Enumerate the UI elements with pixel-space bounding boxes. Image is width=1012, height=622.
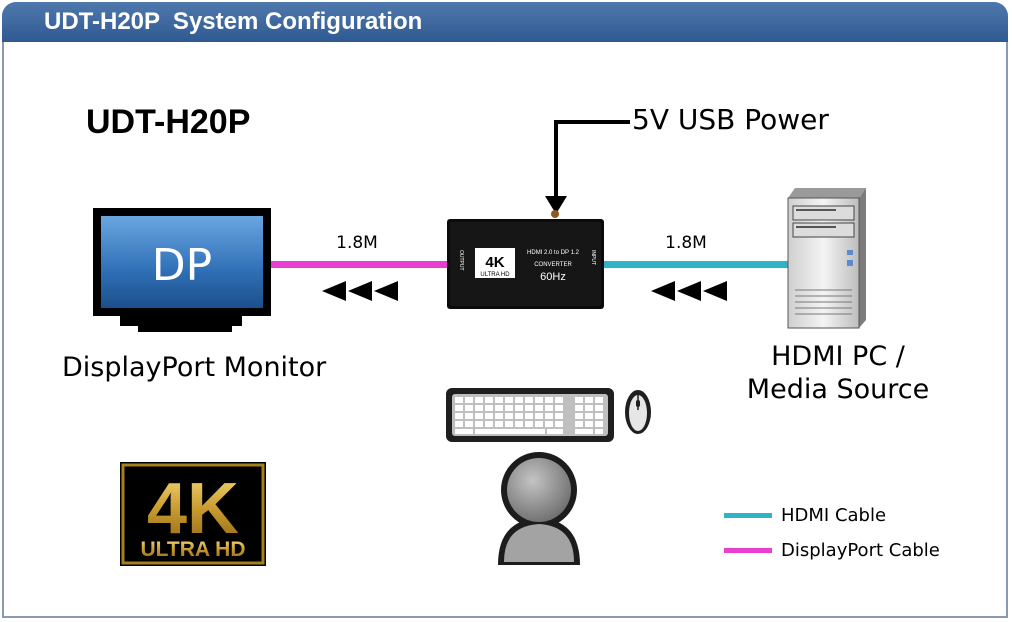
- legend-hdmi-swatch: [724, 513, 772, 518]
- legend-hdmi-label: HDMI Cable: [781, 505, 887, 526]
- monitor-caption: DisplayPort Monitor: [62, 352, 327, 383]
- pc-caption-line-1: HDMI PC /: [771, 341, 905, 372]
- model-title: UDT-H20P: [86, 103, 251, 141]
- converter-line-2: CONVERTER: [534, 262, 572, 268]
- converter-badge-ultrahd: ULTRA HD: [480, 272, 510, 278]
- pc-tower-icon: [787, 188, 866, 329]
- pc-caption-line-2: Media Source: [746, 374, 930, 405]
- cable-length-right: 1.8M: [665, 233, 707, 253]
- title-bar: UDT-H20P System Configuration: [2, 2, 1008, 42]
- displayport-cable: [271, 261, 447, 268]
- 4k-ultra-hd-logo: 4K ULTRA HD: [120, 462, 266, 566]
- page-title: UDT-H20P System Configuration: [44, 8, 423, 35]
- power-arrow: [545, 120, 630, 214]
- pc-caption: HDMI PC / Media Source: [738, 340, 938, 406]
- logo-ultrahd-text: ULTRA HD: [141, 538, 246, 561]
- keyboard-icon: [446, 388, 614, 442]
- converter-output-label: OUTPUT: [458, 250, 464, 271]
- converter-input-label: INPUT: [590, 250, 596, 265]
- converter-badge-4k: 4K: [485, 254, 504, 271]
- converter-device: 4K ULTRA HD HDMI 2.0 to DP 1.2 CONVERTER…: [447, 210, 604, 309]
- mouse-icon: [625, 390, 651, 434]
- signal-direction-arrows-right: [651, 281, 727, 301]
- displayport-monitor-icon: DP: [93, 208, 271, 332]
- cable-length-left: 1.8M: [336, 233, 378, 253]
- hdmi-cable: [604, 261, 790, 268]
- legend-dp-label: DisplayPort Cable: [781, 540, 940, 561]
- logo-4k-text: 4K: [147, 469, 239, 549]
- converter-line-1: HDMI 2.0 to DP 1.2: [527, 250, 580, 256]
- converter-line-3: 60Hz: [540, 271, 566, 283]
- signal-direction-arrows-left: [322, 281, 398, 301]
- power-label: 5V USB Power: [632, 103, 829, 136]
- user-icon: [498, 452, 580, 565]
- monitor-screen-text: DP: [152, 240, 212, 291]
- legend-dp-swatch: [724, 548, 772, 553]
